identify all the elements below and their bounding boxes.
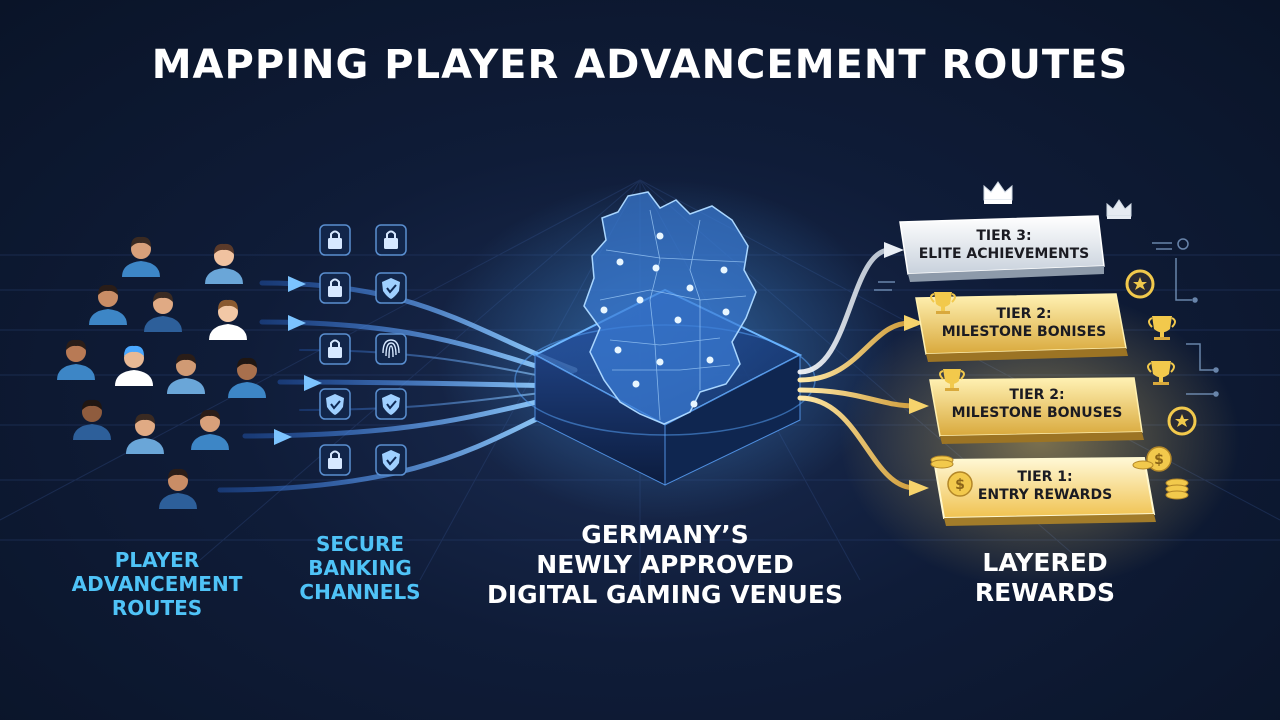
crown-icon (983, 181, 1013, 204)
lock-icon (319, 272, 351, 304)
crown-icon (1106, 199, 1132, 219)
trophy-icon (930, 292, 956, 314)
trophy-icon (1148, 316, 1176, 340)
svg-text:$: $ (955, 477, 965, 493)
gaming-venues-label: GERMANY’S NEWLY APPROVED DIGITAL GAMING … (480, 520, 850, 610)
shield-check-icon (375, 444, 407, 476)
star-medal-icon (1125, 269, 1155, 299)
shield-check-icon (319, 388, 351, 420)
player-routes-line-1: PLAYER (114, 548, 200, 572)
lock-icon (319, 444, 351, 476)
reward-stream-arrows (884, 242, 929, 496)
player-avatar (115, 345, 153, 386)
tier-1-label: TIER 1: ENTRY REWARDS (945, 468, 1145, 504)
security-icon-grid (319, 224, 407, 476)
fingerprint-icon (375, 333, 407, 365)
tier-1-plate (932, 456, 1156, 526)
player-routes-line-3: ROUTES (111, 596, 203, 620)
tier-2-upper-title: MILESTONE BONISES (941, 324, 1107, 341)
tier-2-upper-label: TIER 2: MILESTONE BONISES (925, 305, 1123, 341)
layered-rewards-line-2: REWARDS (974, 578, 1116, 607)
tier-2-upper-name: TIER 2: (996, 306, 1052, 322)
svg-text:$: $ (1154, 452, 1164, 468)
player-routes-line-2: ADVANCEMENT (71, 572, 243, 596)
player-avatar (167, 353, 205, 394)
tier-2-lower-label: TIER 2: MILESTONE BONUSES (937, 386, 1137, 422)
player-routes-label: PLAYER ADVANCEMENT ROUTES (62, 548, 252, 620)
tier-3-plate (899, 215, 1105, 282)
layered-rewards-line-1: LAYERED (982, 548, 1108, 577)
shield-check-icon (375, 272, 407, 304)
trophy-icon (1147, 361, 1175, 385)
trophy-icon (939, 369, 965, 391)
lock-icon (319, 224, 351, 256)
tier-3-title: ELITE ACHIEVEMENTS (918, 246, 1090, 263)
page-title: MAPPING PLAYER ADVANCEMENT ROUTES (151, 42, 1129, 88)
tier-2-plate-upper (915, 293, 1128, 362)
secure-banking-line-3: CHANNELS (299, 580, 421, 604)
player-avatar (159, 468, 197, 509)
reward-streams (797, 247, 918, 491)
tier-2-lower-title: MILESTONE BONUSES (951, 405, 1123, 422)
gaming-venues-line-1: GERMANY’S (581, 520, 749, 549)
player-avatar (73, 399, 111, 440)
player-avatar (57, 339, 95, 380)
coin-stack-icon: $ (1132, 446, 1189, 500)
player-avatars (57, 236, 266, 509)
gaming-venues-line-3: DIGITAL GAMING VENUES (487, 580, 843, 609)
coin-stack-icon: $ (930, 455, 973, 497)
circuit-decoration (874, 238, 1219, 397)
shield-check-icon (375, 388, 407, 420)
tier-3-label: TIER 3: ELITE ACHIEVEMENTS (905, 227, 1103, 263)
tier-1-title: ENTRY REWARDS (977, 487, 1113, 504)
secure-banking-line-1: SECURE (315, 532, 405, 556)
tier-plates (899, 215, 1156, 526)
tier-1-name: TIER 1: (1017, 469, 1073, 485)
tier-2-plate-lower (929, 377, 1144, 444)
star-medal-icon (1167, 406, 1197, 436)
player-avatar (209, 299, 247, 340)
player-avatar (228, 357, 266, 398)
gaming-venues-line-2: NEWLY APPROVED (536, 550, 794, 579)
player-avatar (191, 409, 229, 450)
player-avatar (126, 413, 164, 454)
player-avatar (122, 236, 160, 277)
secure-banking-line-2: BANKING (308, 556, 412, 580)
secure-banking-label: SECURE BANKING CHANNELS (290, 532, 430, 604)
tier-2-lower-name: TIER 2: (1009, 387, 1065, 403)
player-avatar (205, 243, 243, 284)
layered-rewards-label: LAYERED REWARDS (945, 548, 1145, 608)
tier-3-name: TIER 3: (976, 228, 1032, 244)
lock-icon (375, 224, 407, 256)
germany-map (583, 191, 757, 425)
lock-icon (319, 333, 351, 365)
player-avatar (89, 284, 127, 325)
player-avatar (144, 291, 182, 332)
